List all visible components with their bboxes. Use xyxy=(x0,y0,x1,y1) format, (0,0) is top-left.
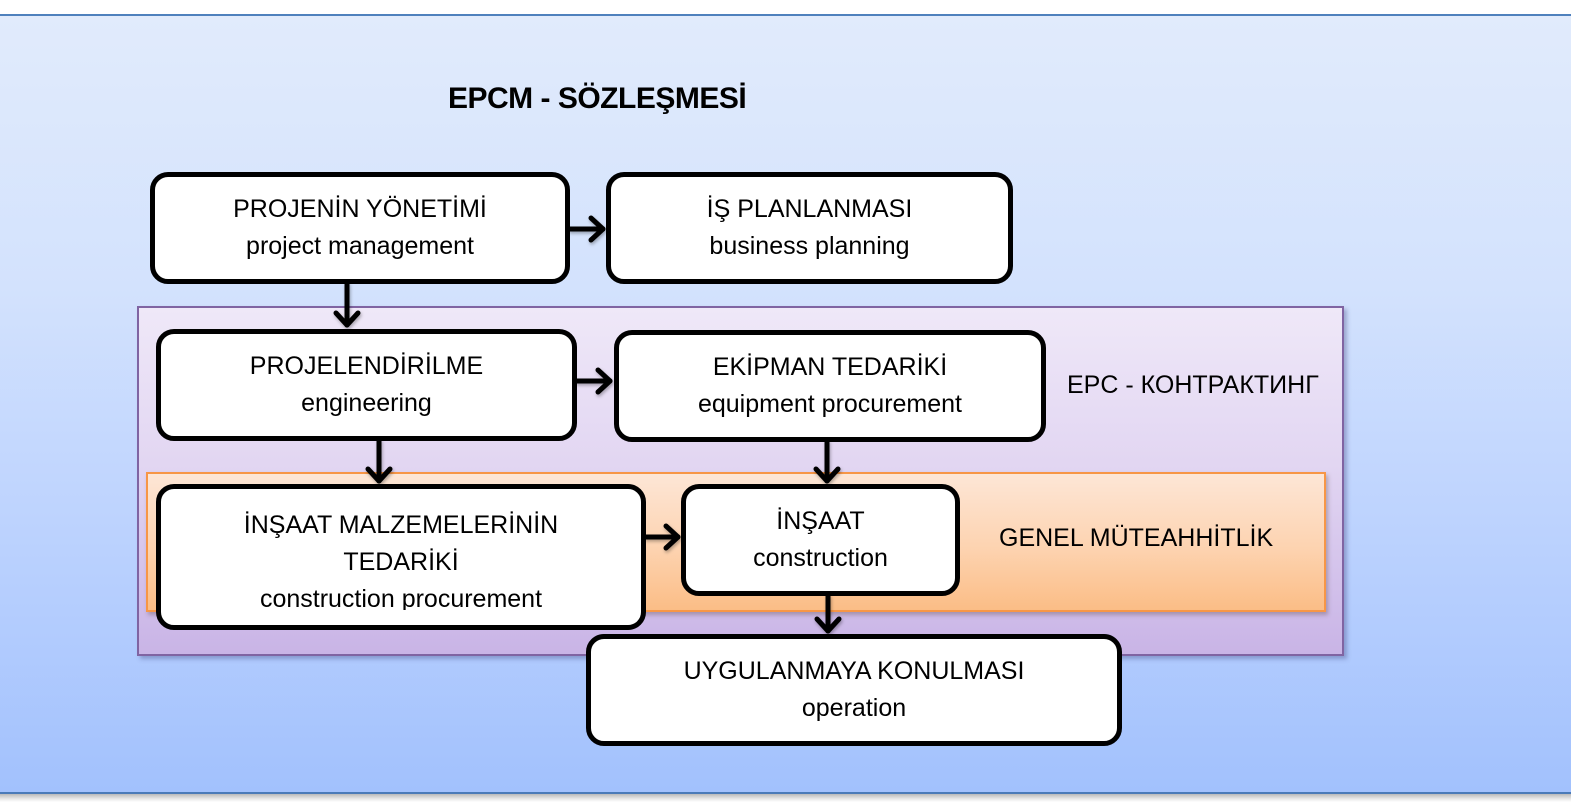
node-operation: UYGULANMAYA KONULMASI operation xyxy=(586,634,1122,746)
node-business-planning: İŞ PLANLANMASI business planning xyxy=(606,172,1013,284)
node-tr-label: İNŞAAT xyxy=(776,507,865,535)
node-construction-procurement: İNŞAAT MALZEMELERİNİN TEDARİKİ construct… xyxy=(156,484,646,630)
node-equipment-procurement: EKİPMAN TEDARİKİ equipment procurement xyxy=(614,330,1046,442)
node-en-label: project management xyxy=(246,232,474,260)
node-en-label: equipment procurement xyxy=(697,390,963,418)
diagram-title: EPCM - SÖZLEŞMESİ xyxy=(448,82,747,115)
node-tr-label: PROJELENDİRİLME xyxy=(249,352,484,380)
node-en-label: construction procurement xyxy=(259,585,543,610)
node-tr-label: İŞ PLANLANMASI xyxy=(706,195,913,223)
node-en-label: construction xyxy=(753,544,888,572)
slide-shadow xyxy=(0,794,1571,802)
node-en-label: operation xyxy=(801,694,907,722)
node-tr-label: UYGULANMAYA KONULMASI xyxy=(683,657,1025,685)
node-tr-label-line2: TEDARİKİ xyxy=(343,548,459,576)
node-tr-label: EKİPMAN TEDARİKİ xyxy=(712,353,948,381)
node-engineering: PROJELENDİRİLME engineering xyxy=(156,329,577,441)
general-contracting-label: GENEL MÜTEAHHİTLİK xyxy=(999,524,1274,552)
node-tr-label-line1: İNŞAAT MALZEMELERİNİN xyxy=(243,511,559,539)
node-tr-label: PROJENİN YÖNETİMİ xyxy=(233,195,487,223)
node-en-label: engineering xyxy=(301,389,432,417)
epc-region-label: EPC - КОНТРАКТИНГ xyxy=(1067,371,1319,399)
node-construction: İNŞAAT construction xyxy=(681,484,960,596)
node-project-management: PROJENİN YÖNETİMİ project management xyxy=(150,172,570,284)
node-en-label: business planning xyxy=(709,232,910,260)
